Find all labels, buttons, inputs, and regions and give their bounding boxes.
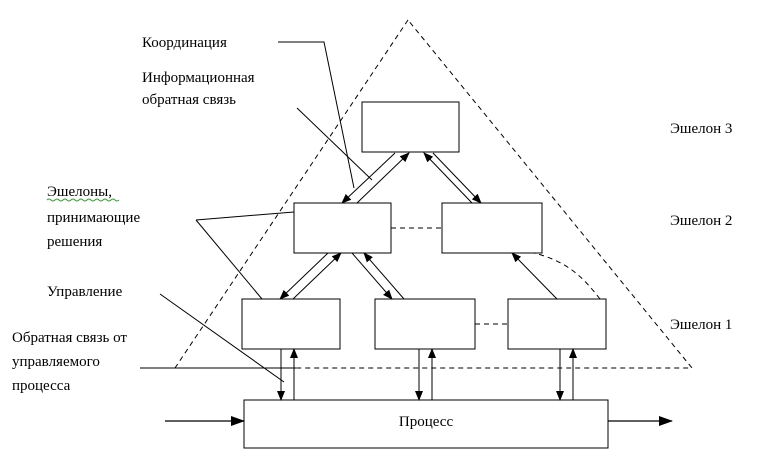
label-echelons-2: принимающие [47,210,140,226]
label-echelons-1: Эшелоны, [47,184,112,200]
arrow-e2l-e1l-down [279,252,329,300]
arrow-e2l-e1m-down [351,252,393,300]
box-echelon-1-right [507,298,607,350]
box-echelon-3 [361,101,460,153]
box-echelon-1-middle [374,298,476,350]
arrow-e2r-e3-up [423,152,473,204]
arrow-e1l-e2l-up [292,252,342,300]
arrow-e1r-e2r-up [511,252,558,300]
leader-coordination [278,41,355,189]
label-process-feedback-1: Обратная связь от [12,330,127,346]
process-box [243,399,609,449]
box-echelon-2-right [441,202,543,254]
link-echelon-1-right-to-2-right [533,252,601,300]
label-process-feedback-2: управляемого [12,354,100,370]
leader-echelons-b [195,219,263,300]
leader-control [159,293,285,383]
echelon-triangle [174,19,694,369]
spellcheck-underline [46,198,120,202]
label-process-feedback-3: процесса [12,378,71,394]
arrow-coordination-down [341,152,396,204]
label-echelons-3: решения [47,234,102,250]
label-echelon-2: Эшелон 2 [670,213,732,229]
label-info-feedback-1: Информационная [142,70,255,86]
label-process: Процесс [399,414,454,430]
leader-echelons-a [195,211,295,221]
label-info-feedback-2: обратная связь [142,92,236,108]
arrow-e3-e2r-down [432,152,482,204]
arrow-feedback-up [356,152,410,204]
label-echelon-3: Эшелон 3 [670,121,732,137]
arrow-e1m-e2l-up [363,252,405,300]
box-echelon-1-left [241,298,341,350]
leader-info-feedback [296,107,373,181]
label-coordination: Координация [142,35,227,51]
label-control: Управление [47,284,123,300]
box-echelon-2-left [293,202,392,254]
label-echelon-1: Эшелон 1 [670,317,732,333]
